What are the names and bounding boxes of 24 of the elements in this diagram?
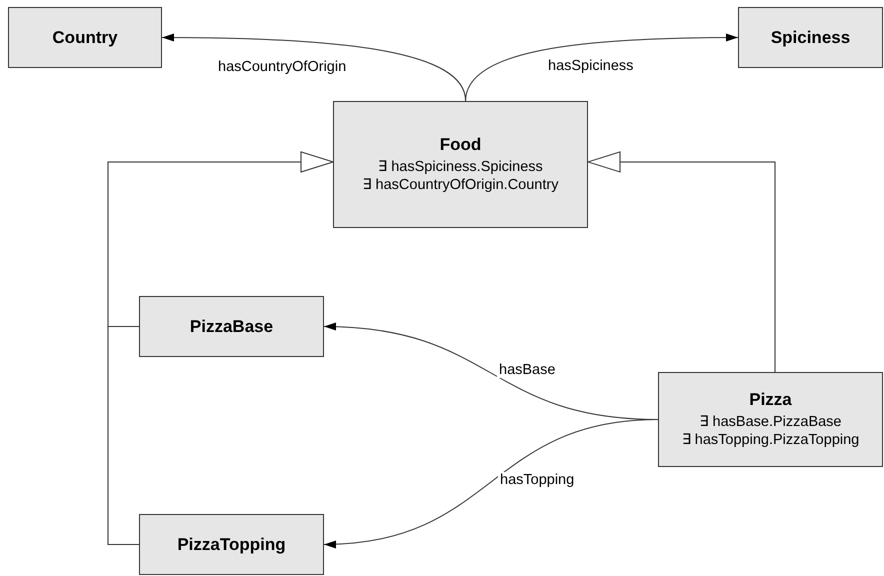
class-name: Spiciness bbox=[770, 28, 850, 48]
edge-label: hasCountryOfOrigin bbox=[216, 59, 348, 75]
edge-label: hasBase bbox=[497, 362, 558, 378]
restriction-text: ∃ hasTopping.PizzaTopping bbox=[682, 431, 860, 449]
arrow bbox=[465, 34, 738, 102]
inheritance-arrow bbox=[588, 151, 776, 372]
class-box bbox=[139, 296, 324, 357]
restriction-text: ∃ hasSpiciness.Spiciness bbox=[378, 158, 543, 176]
class-box bbox=[333, 101, 588, 228]
class-box bbox=[8, 7, 162, 68]
class-name: PizzaTopping bbox=[177, 534, 286, 554]
restriction-text: ∃ hasBase.PizzaBase bbox=[700, 413, 842, 431]
class-name: Pizza bbox=[749, 390, 792, 410]
class-box bbox=[139, 514, 324, 575]
class-box bbox=[658, 372, 883, 467]
edge-label: hasTopping bbox=[498, 472, 576, 488]
restriction-text: ∃ hasCountryOfOrigin.Country bbox=[362, 176, 558, 194]
class-name: Country bbox=[52, 28, 118, 48]
arrow bbox=[324, 419, 658, 548]
edge-label: hasSpiciness bbox=[546, 58, 636, 74]
class-name: PizzaBase bbox=[190, 316, 274, 336]
class-name: Food bbox=[440, 135, 482, 155]
class-box bbox=[738, 7, 883, 68]
inheritance-arrow bbox=[108, 151, 334, 545]
